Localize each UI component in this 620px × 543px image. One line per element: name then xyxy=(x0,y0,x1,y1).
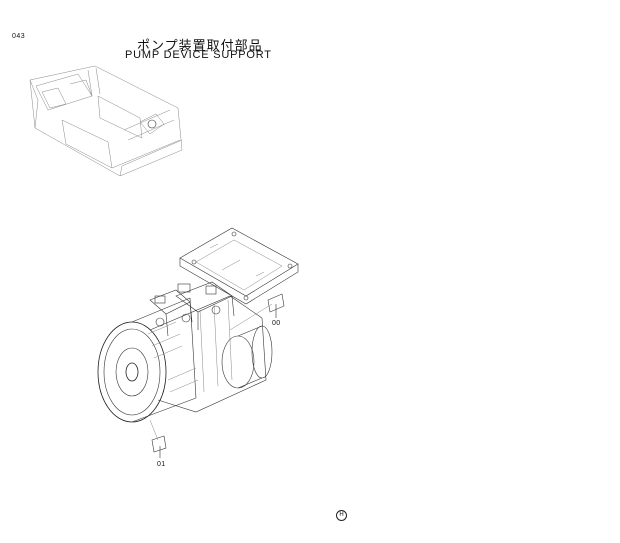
brand-mark-icon: H xyxy=(336,510,347,521)
callout-part-01: 01 xyxy=(157,461,166,468)
title-english: PUMP DEVICE SUPPORT xyxy=(125,49,272,61)
title-japanese: ポンプ装置取付部品 xyxy=(137,39,263,54)
support-bracket xyxy=(179,227,299,305)
callout-part-00: 00 xyxy=(272,320,281,327)
pump-assembly xyxy=(97,281,285,458)
excavator-overview xyxy=(29,65,183,177)
page-code: 043 xyxy=(12,33,26,40)
